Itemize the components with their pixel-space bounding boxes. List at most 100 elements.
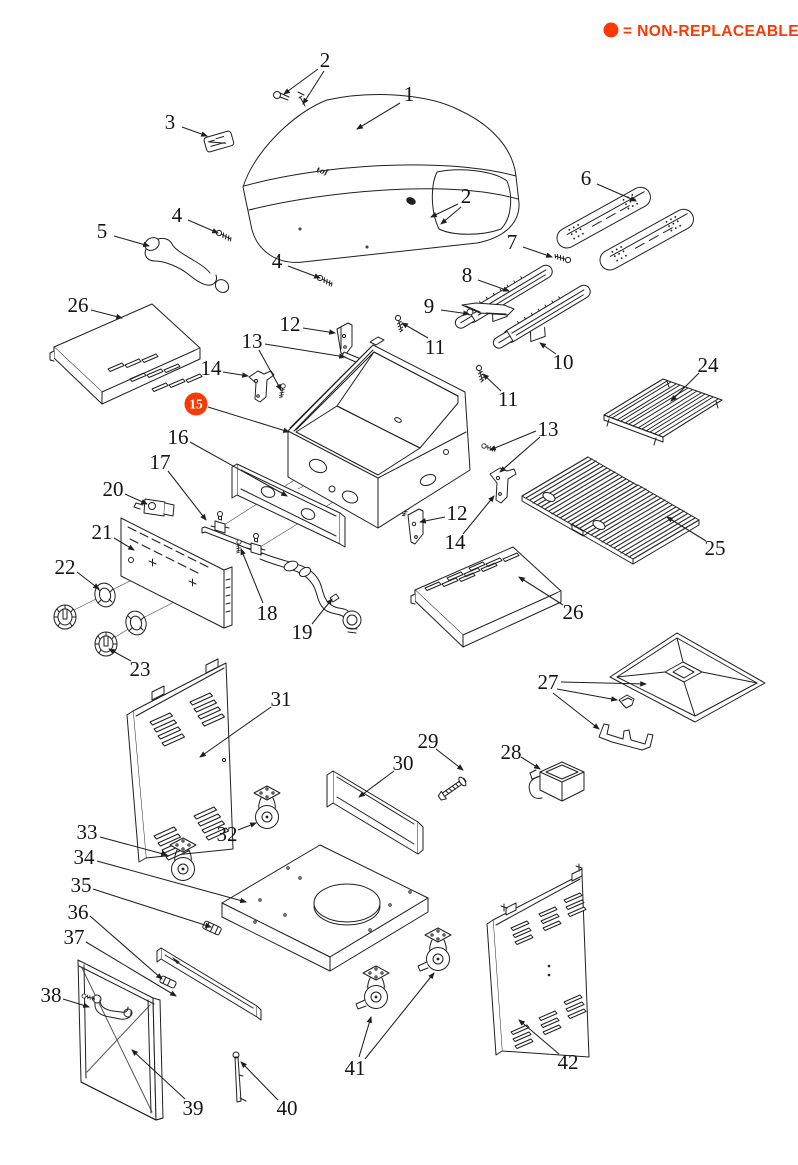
callout-13[interactable]: 13 (538, 417, 559, 441)
callout-2[interactable]: 2 (320, 48, 331, 72)
svg-text:2: 2 (320, 48, 331, 72)
legend-label: = NON-REPLACEABLE (623, 23, 798, 40)
svg-text:4: 4 (272, 249, 283, 273)
callout-36[interactable]: 36 (68, 900, 89, 924)
callout-35[interactable]: 35 (71, 873, 92, 897)
svg-text:37: 37 (64, 925, 85, 949)
svg-text:5: 5 (97, 219, 108, 243)
leader-line-1 (356, 102, 401, 130)
callout-5[interactable]: 5 (97, 219, 108, 243)
leader-line-41 (358, 1016, 372, 1058)
callout-33[interactable]: 33 (77, 820, 98, 844)
callout-11[interactable]: 11 (425, 335, 445, 359)
callout-12[interactable]: 12 (280, 312, 301, 336)
callout-27[interactable]: 27 (538, 670, 559, 694)
part-14-bracket-left (248, 370, 275, 403)
callout-30[interactable]: 30 (393, 751, 414, 775)
part-17-manifold (201, 511, 266, 556)
callout-4[interactable]: 4 (172, 203, 183, 227)
svg-text:32: 32 (217, 822, 238, 846)
part-14-bracket-right (489, 467, 517, 504)
svg-text:12: 12 (280, 312, 301, 336)
callout-4[interactable]: 4 (272, 249, 283, 273)
callout-18[interactable]: 18 (257, 601, 278, 625)
svg-text:15: 15 (189, 397, 203, 412)
callout-2[interactable]: 2 (461, 184, 472, 208)
part-34-bottom-shelf (221, 844, 429, 972)
callout-26[interactable]: 26 (68, 293, 89, 317)
leader-line-9 (440, 309, 471, 316)
leader-line-26 (518, 576, 564, 606)
callout-22[interactable]: 22 (55, 555, 76, 579)
part-12-bracket-top (336, 322, 353, 356)
leader-line-26 (90, 309, 123, 320)
leader-line-5 (113, 235, 150, 248)
callout-17[interactable]: 17 (150, 450, 171, 474)
leader-line-14 (462, 495, 495, 535)
callout-24[interactable]: 24 (698, 353, 720, 377)
leader-line-13 (264, 343, 347, 359)
svg-text:40: 40 (277, 1096, 298, 1120)
callout-34[interactable]: 34 (74, 845, 96, 869)
callout-19[interactable]: 19 (292, 620, 313, 644)
callout-41[interactable]: 41 (345, 1056, 366, 1080)
leader-line-40 (240, 1061, 279, 1101)
leader-line-24 (670, 372, 700, 402)
callout-14[interactable]: 14 (445, 530, 467, 554)
part-36-clip (159, 975, 177, 989)
callout-7[interactable]: 7 (507, 230, 518, 254)
leader-line-32 (237, 822, 257, 831)
part-37-support-bar (156, 947, 262, 1021)
callout-9[interactable]: 9 (424, 294, 435, 318)
callout-39[interactable]: 39 (183, 1096, 204, 1120)
callout-28[interactable]: 28 (501, 740, 522, 764)
callout-15[interactable]: 15 (184, 392, 208, 416)
leader-line-15 (207, 406, 290, 433)
callout-3[interactable]: 3 (165, 110, 176, 134)
svg-text:9: 9 (424, 294, 435, 318)
part-3-logo-plate (203, 130, 235, 153)
legend: = NON-REPLACEABLE (603, 22, 798, 40)
part-9-crossover-channel (461, 302, 515, 316)
leader-line-7 (522, 246, 553, 258)
callout-23[interactable]: 23 (130, 657, 151, 681)
callout-21[interactable]: 21 (92, 520, 113, 544)
callout-13[interactable]: 13 (242, 329, 263, 353)
callout-10[interactable]: 10 (553, 350, 574, 374)
callout-32[interactable]: 32 (217, 822, 238, 846)
callout-31[interactable]: 31 (271, 687, 292, 711)
callout-38[interactable]: 38 (41, 983, 62, 1007)
leader-line-27 (560, 681, 648, 687)
part-22-bezels (91, 580, 150, 638)
svg-text:22: 22 (55, 555, 76, 579)
leader-line-2 (430, 203, 459, 218)
callout-14[interactable]: 14 (201, 356, 223, 380)
callout-26[interactable]: 26 (563, 600, 584, 624)
leader-line-2 (302, 70, 325, 105)
svg-text:3: 3 (165, 110, 176, 134)
part-7-bolt (553, 252, 572, 264)
callout-8[interactable]: 8 (462, 263, 473, 287)
leader-line-8 (477, 279, 510, 292)
svg-text:11: 11 (425, 335, 445, 359)
callout-11[interactable]: 11 (498, 387, 518, 411)
callout-40[interactable]: 40 (277, 1096, 298, 1120)
callout-37[interactable]: 37 (64, 925, 85, 949)
svg-text:4: 4 (172, 203, 183, 227)
callout-12[interactable]: 12 (447, 501, 468, 525)
callout-16[interactable]: 16 (168, 425, 189, 449)
callout-42[interactable]: 42 (558, 1050, 579, 1074)
callout-29[interactable]: 29 (418, 729, 439, 753)
highlight-badge[interactable] (184, 392, 208, 416)
leader-line-13 (499, 436, 541, 473)
part-31-left-side-panel (126, 658, 234, 863)
leader-line-6 (596, 183, 637, 202)
callout-20[interactable]: 20 (103, 477, 124, 501)
callout-1[interactable]: 1 (404, 82, 415, 106)
callout-25[interactable]: 25 (705, 536, 726, 560)
leader-line-14 (222, 371, 250, 378)
callout-6[interactable]: 6 (581, 166, 592, 190)
leader-line-11 (401, 322, 429, 339)
leader-line-19 (311, 598, 333, 625)
